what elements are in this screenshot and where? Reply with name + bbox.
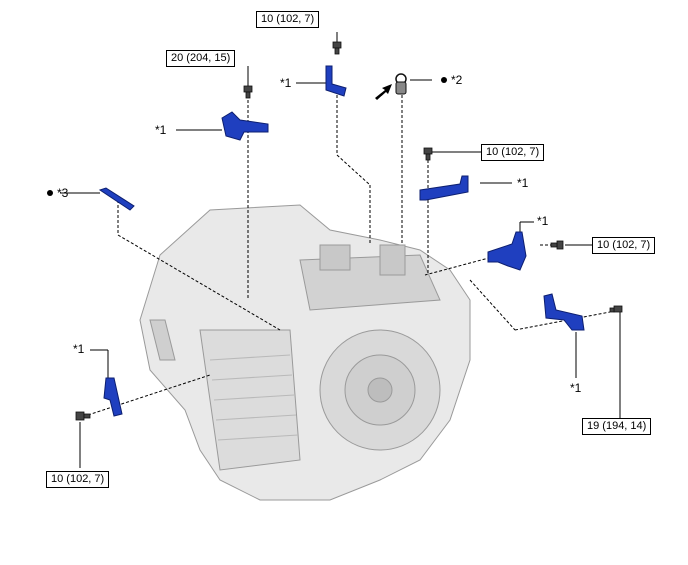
torque-spec-lower-right: 19 (194, 14) <box>582 418 652 435</box>
torque-spec-lower-left: 10 (102, 7) <box>46 471 110 488</box>
callout-bracket-lower-left: *1 <box>73 342 85 356</box>
callout-lines <box>60 32 621 468</box>
bracket-center-right <box>419 175 469 201</box>
callout-bracket-top: *1 <box>280 76 292 90</box>
arrow-icon <box>375 84 392 100</box>
bracket-right <box>487 231 527 271</box>
bolt-icon <box>609 305 623 313</box>
torque-spec-right: 10 (102, 7) <box>592 237 656 254</box>
bracket-parts <box>103 65 585 417</box>
callout-bracket-right: *1 <box>537 214 549 228</box>
bracket-lower-left <box>103 377 123 417</box>
bracket-top <box>325 65 347 97</box>
bolt-icon <box>332 41 342 55</box>
callout-bracket-center-right: *1 <box>517 176 529 190</box>
bolt-icon <box>75 411 91 421</box>
bolt-icons <box>75 41 623 421</box>
housing-fins <box>209 354 299 441</box>
callout-clip: *3 <box>57 186 69 200</box>
sensor-part <box>395 73 407 95</box>
torque-spec-upper-left: 20 (204, 15) <box>166 50 236 67</box>
torque-spec-top: 10 (102, 7) <box>256 11 320 28</box>
bracket-lower-right <box>543 293 585 331</box>
callout-bracket-left: *1 <box>155 123 167 137</box>
callout-sensor: *2 <box>451 73 463 87</box>
callout-dot <box>47 190 53 196</box>
callout-bracket-lower-right: *1 <box>570 381 582 395</box>
bracket-left <box>221 111 269 141</box>
torque-spec-center-right: 10 (102, 7) <box>481 144 545 161</box>
transaxle-housing <box>139 204 471 501</box>
bolt-icon <box>243 85 253 99</box>
clip-part <box>98 187 135 211</box>
callout-dot <box>441 77 447 83</box>
bolt-icon <box>550 240 564 250</box>
bolt-icon <box>423 147 433 161</box>
